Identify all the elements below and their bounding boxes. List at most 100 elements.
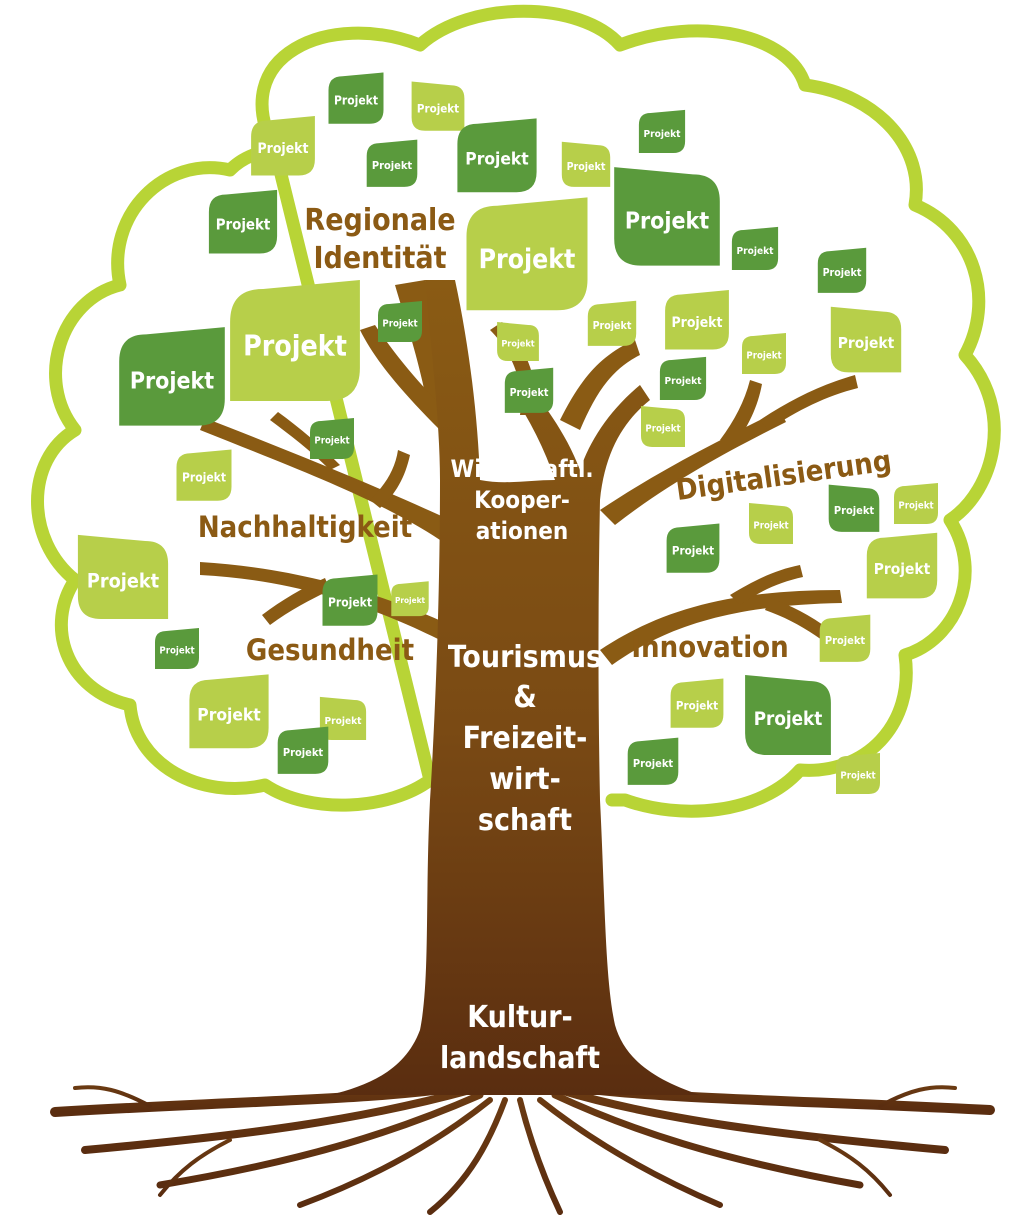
- leaf-shape: [504, 367, 554, 413]
- project-leaf: Projekt: [176, 449, 232, 501]
- leaf-shape: [497, 322, 539, 362]
- leaf-shape: [322, 574, 378, 626]
- project-leaf: Projekt: [731, 226, 779, 270]
- leaf-label: Projekt: [746, 351, 781, 362]
- leaf-shape: [627, 737, 679, 785]
- leaf-shape: [894, 482, 938, 524]
- project-leaf: Projekt: [189, 674, 269, 749]
- leaf-shape: [208, 189, 278, 254]
- leaf-shape: [830, 306, 902, 373]
- leaf-label: Projekt: [372, 159, 413, 172]
- trunk-label-kulturlandschaft-2: landschaft: [440, 1041, 600, 1076]
- leaf-label: Projekt: [395, 595, 426, 605]
- leaf-label: Projekt: [898, 501, 933, 512]
- project-leaf: Projekt: [322, 574, 378, 626]
- leaf-label: Projekt: [736, 246, 774, 257]
- leaf-shape: [666, 523, 720, 573]
- leaf-label: Projekt: [216, 216, 271, 234]
- project-leaf: Projekt: [457, 118, 537, 193]
- leaf-shape: [587, 300, 637, 346]
- project-leaf: Projekt: [894, 482, 938, 524]
- leaf-label: Projekt: [159, 646, 194, 657]
- project-leaf: Projekt: [828, 484, 880, 532]
- branch-label-nachhaltigkeit: Nachhaltigkeit: [198, 510, 412, 544]
- leaf-label: Projekt: [825, 634, 866, 647]
- leaf-label: Projekt: [87, 569, 160, 592]
- leaf-shape: [614, 167, 720, 266]
- leaf-shape: [731, 226, 779, 270]
- project-leaf: Projekt: [819, 614, 871, 662]
- leaf-label: Projekt: [838, 334, 895, 352]
- trunk: [330, 280, 700, 1095]
- leaf-label: Projekt: [625, 209, 709, 235]
- project-leaf: Projekt: [561, 141, 611, 187]
- leaf-shape: [745, 675, 831, 756]
- leaf-shape: [391, 581, 429, 617]
- project-leaf: Projekt: [208, 189, 278, 254]
- leaf-shape: [659, 356, 707, 400]
- leaf-label: Projekt: [823, 267, 862, 279]
- leaf-label: Projekt: [593, 320, 632, 332]
- leaf-label: Projekt: [753, 521, 788, 532]
- roots: [50, 1080, 995, 1215]
- leaf-shape: [366, 139, 418, 187]
- project-leaf: Projekt: [155, 627, 199, 669]
- leaf-shape: [176, 449, 232, 501]
- project-leaf: Projekt: [466, 197, 588, 311]
- leaf-shape: [817, 247, 867, 293]
- leaf-shape: [328, 72, 384, 124]
- leaf-shape: [155, 627, 199, 669]
- leaf-label: Projekt: [834, 504, 875, 517]
- leaf-label: Projekt: [643, 129, 681, 140]
- leaf-shape: [251, 116, 315, 176]
- leaf-shape: [230, 279, 360, 402]
- project-leaf: Projekt: [587, 300, 637, 346]
- project-leaf: Projekt: [277, 726, 329, 774]
- project-leaf: Projekt: [614, 167, 720, 266]
- leaf-label: Projekt: [754, 709, 823, 730]
- trunk-label-kooperationen-1: Wirtschaftl.: [450, 455, 593, 483]
- leaf-label: Projekt: [243, 330, 347, 363]
- project-leaf: Projekt: [745, 675, 831, 756]
- leaf-shape: [819, 614, 871, 662]
- leaf-shape: [749, 502, 793, 544]
- project-leaf: Projekt: [627, 737, 679, 785]
- leaf-label: Projekt: [874, 560, 931, 578]
- project-leaf: Projekt: [836, 752, 880, 794]
- leaf-label: Projekt: [501, 339, 534, 349]
- trunk-label-tourismus-4: wirt-: [489, 762, 561, 797]
- project-leaf: Projekt: [641, 405, 685, 447]
- leaf-label: Projekt: [676, 698, 718, 712]
- leaf-label: Projekt: [258, 141, 309, 157]
- leaf-shape: [670, 678, 724, 728]
- leaf-label: Projekt: [334, 94, 378, 108]
- project-leaf: Projekt: [670, 678, 724, 728]
- branch-label-regionale-1: Regionale: [304, 203, 455, 238]
- leaf-label: Projekt: [479, 244, 576, 275]
- leaf-shape: [378, 300, 422, 342]
- leaf-shape: [828, 484, 880, 532]
- leaf-label: Projekt: [633, 757, 674, 770]
- leaf-label: Projekt: [382, 319, 417, 330]
- leaf-label: Projekt: [130, 369, 214, 395]
- leaf-shape: [457, 118, 537, 193]
- leaf-label: Projekt: [645, 424, 680, 435]
- project-leaf: Projekt: [310, 417, 354, 459]
- trunk-label-tourismus-1: Tourismus: [448, 640, 602, 675]
- leaf-label: Projekt: [510, 387, 549, 399]
- leaf-label: Projekt: [182, 471, 226, 485]
- branch-label-innovation: Innovation: [631, 630, 788, 664]
- leaf-shape: [319, 696, 367, 740]
- project-leaf: Projekt: [251, 116, 315, 176]
- leaf-label: Projekt: [567, 161, 606, 173]
- project-leaf: Projekt: [366, 139, 418, 187]
- project-leaf: Projekt: [638, 109, 686, 153]
- branch-label-regionale-2: Identität: [313, 241, 446, 276]
- leaf-label: Projekt: [465, 149, 529, 169]
- leaf-label: Projekt: [672, 315, 723, 331]
- leaf-label: Projekt: [324, 716, 362, 727]
- project-leaf: Projekt: [119, 327, 225, 426]
